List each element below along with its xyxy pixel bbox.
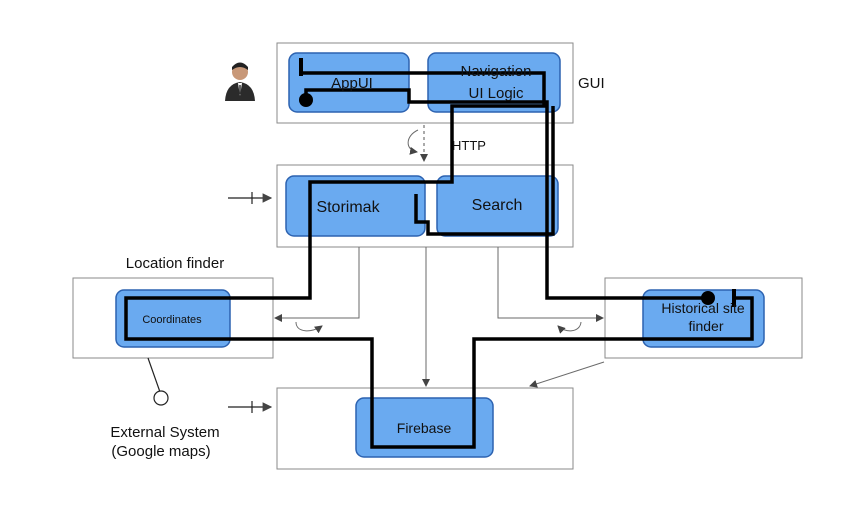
appui-label: AppUI: [331, 75, 373, 92]
server-historical-link: [497, 247, 604, 322]
historical-label-line2: finder: [688, 318, 723, 334]
navigation-component: [427, 52, 561, 113]
historical-database-link: [529, 361, 605, 388]
firebase-component: [355, 397, 494, 458]
database-entry-arrow: [228, 401, 273, 413]
user-avatar-icon: [225, 62, 255, 101]
search-component: [436, 175, 559, 237]
navigation-path-continued: [124, 62, 754, 449]
storimak-search-loop: [414, 106, 555, 236]
storimak-label: Storimak: [316, 199, 380, 216]
historical-curl-arrow: [557, 321, 582, 334]
navigation-path: [304, 88, 708, 300]
coordinates-component: [115, 289, 231, 348]
coordinates-label: Coordinates: [142, 314, 202, 326]
historical-label-line1: Historical site: [661, 300, 744, 316]
location-finder-label: Location finder: [126, 255, 224, 272]
http-label: HTTP: [452, 138, 486, 153]
server-location-link: [274, 247, 360, 322]
provided-interface-icon: [147, 357, 169, 406]
external-system-label-line2: (Google maps): [111, 443, 210, 460]
server-entry-arrow: [228, 192, 273, 204]
search-label: Search: [472, 197, 523, 214]
path-end-dot: [701, 291, 715, 305]
external-system-label-line1: External System: [110, 424, 219, 441]
storimak-component: [285, 175, 426, 237]
appui-component: [288, 52, 410, 113]
location-curl-arrow: [295, 321, 323, 334]
navigation-label-line2: UI Logic: [468, 85, 524, 102]
http-curl-arrow: [407, 129, 419, 155]
gui-label: GUI: [578, 75, 605, 92]
path-start-dot: [299, 93, 313, 107]
navigation-label-line1: Navigation: [461, 63, 532, 80]
firebase-label: Firebase: [397, 420, 452, 436]
